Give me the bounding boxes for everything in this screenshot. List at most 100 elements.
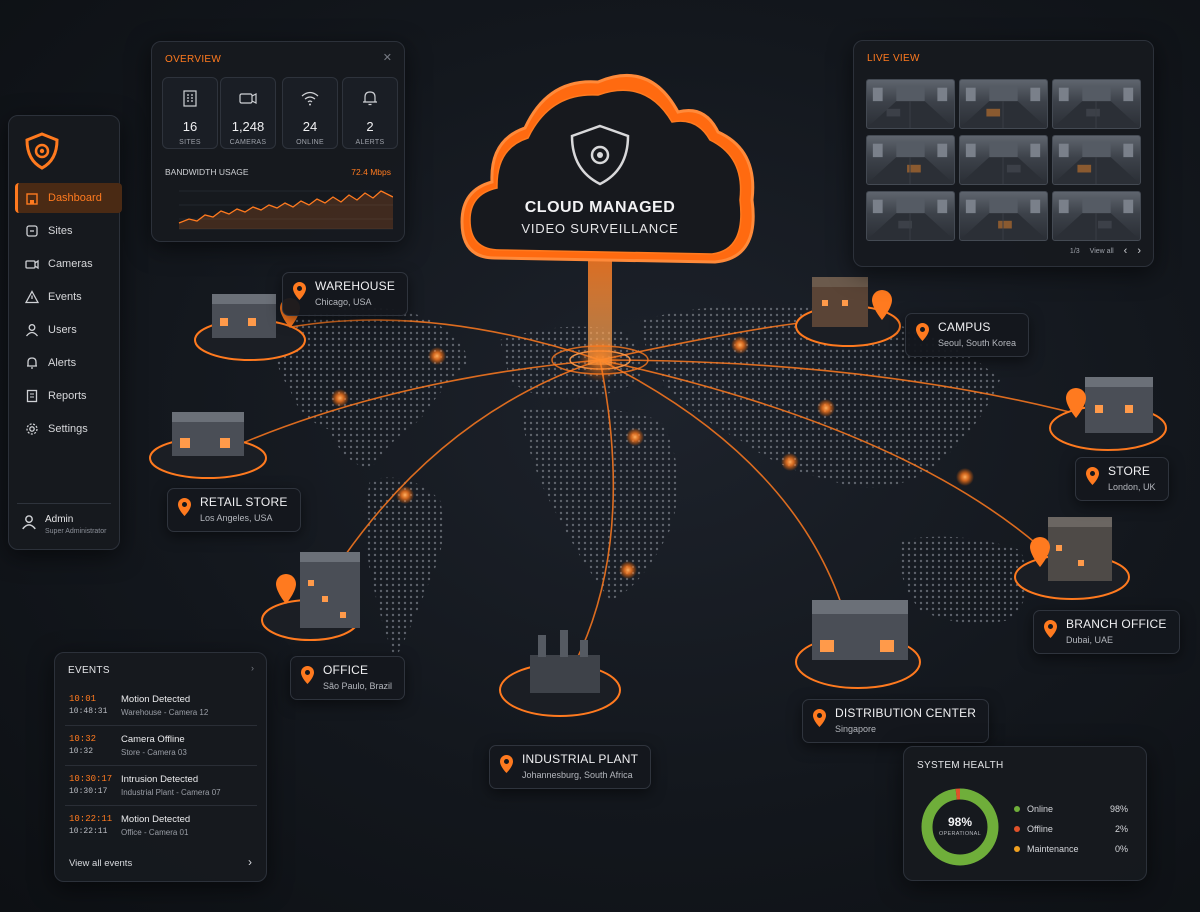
camera-icon — [239, 93, 257, 104]
event-row[interactable]: 10:01 10:48:31 Motion Detected Warehouse… — [65, 686, 257, 726]
live-view-title: LIVE VIEW — [867, 53, 920, 64]
location-distribution-center[interactable]: DISTRIBUTION CENTER Singapore — [802, 699, 990, 743]
sidebar-item-alerts[interactable]: Alerts — [15, 348, 122, 378]
event-row[interactable]: 10:30:17 10:30:17 Intrusion Detected Ind… — [65, 766, 257, 806]
location-name: DISTRIBUTION CENTER — [835, 706, 977, 720]
location-name: CAMPUS — [938, 320, 991, 334]
view-all-events-link[interactable]: View all events — [69, 858, 133, 869]
site-platform — [194, 294, 306, 361]
view-all-link[interactable]: View all — [1089, 247, 1114, 255]
event-title: Intrusion Detected — [121, 774, 199, 785]
location-name: WAREHOUSE — [315, 279, 396, 293]
event-time: 10:22:11 — [69, 814, 113, 824]
camera-feed-thumbnail[interactable] — [866, 135, 955, 185]
event-source: Industrial Plant - Camera 07 — [121, 788, 221, 797]
next-arrow-icon[interactable]: › — [1137, 245, 1141, 257]
maintenance-dot — [1014, 846, 1020, 852]
sidebar-item-settings[interactable]: Settings — [15, 414, 122, 444]
location-industrial-plant[interactable]: INDUSTRIAL PLANT Johannesburg, South Afr… — [489, 745, 652, 789]
sidebar-item-users[interactable]: Users — [15, 315, 122, 345]
camera-icon — [25, 259, 39, 270]
event-row[interactable]: 10:22:11 10:22:11 Motion Detected Office… — [65, 806, 257, 846]
location-campus[interactable]: CAMPUS Seoul, South Korea — [905, 313, 1030, 357]
sidebar-item-label: Events — [48, 291, 82, 303]
chevron-right-icon[interactable]: › — [248, 855, 252, 869]
location-city: Johannesburg, South Africa — [522, 770, 633, 780]
stat-value: 16 — [182, 119, 198, 134]
bell-icon — [27, 357, 37, 369]
legend-label: Offline — [1027, 824, 1053, 834]
map-pin-icon — [301, 666, 314, 684]
legend-label: Maintenance — [1027, 844, 1079, 854]
health-percentage: 98% — [947, 815, 973, 829]
report-icon — [26, 389, 38, 403]
event-timestamp: 10:48:31 — [69, 707, 108, 716]
events-title: EVENTS — [68, 665, 110, 676]
map-pin-icon — [293, 282, 306, 300]
map-pin-icon — [500, 755, 513, 773]
sidebar-item-events[interactable]: Events — [15, 282, 122, 312]
sidebar-item-label: Alerts — [48, 357, 77, 369]
map-pin-icon — [178, 498, 191, 516]
camera-feed-thumbnail[interactable] — [1052, 191, 1141, 241]
sidebar-item-label: Settings — [48, 423, 88, 435]
camera-feed-thumbnail[interactable] — [1052, 135, 1141, 185]
sidebar-item-reports[interactable]: Reports — [15, 381, 122, 411]
sidebar-item-dashboard[interactable]: Dashboard — [15, 183, 122, 213]
event-time: 10:32 — [69, 734, 97, 744]
camera-feed-thumbnail[interactable] — [866, 191, 955, 241]
legend-offline: Offline 2% — [1014, 824, 1128, 834]
sidebar-item-label: Users — [48, 324, 77, 336]
health-status-label: OPERATIONAL — [938, 831, 981, 837]
building-icon — [183, 90, 197, 107]
close-icon[interactable]: ✕ — [382, 52, 392, 64]
location-name: OFFICE — [323, 663, 369, 677]
legend-value: 2% — [1114, 824, 1128, 834]
user-role: Super Administrator — [45, 528, 107, 535]
event-time: 10:01 — [69, 694, 97, 704]
map-pin-icon — [1044, 620, 1057, 638]
bandwidth-label: BANDWIDTH USAGE — [165, 167, 249, 177]
panel-menu-icon[interactable]: › — [251, 663, 254, 673]
location-name: INDUSTRIAL PLANT — [522, 752, 639, 766]
legend-maintenance: Maintenance 0% — [1014, 844, 1128, 854]
location-store[interactable]: STORE London, UK — [1075, 457, 1169, 501]
event-source: Store - Camera 03 — [121, 748, 187, 757]
event-title: Camera Offline — [121, 734, 185, 745]
sidebar-item-cameras[interactable]: Cameras — [15, 249, 122, 279]
prev-arrow-icon[interactable]: ‹ — [1123, 245, 1128, 257]
location-branch-office[interactable]: BRANCH OFFICE Dubai, UAE — [1033, 610, 1180, 654]
stat-online[interactable]: 24 ONLINE — [282, 77, 338, 149]
stat-value: 24 — [302, 119, 318, 134]
location-warehouse[interactable]: WAREHOUSE Chicago, USA — [282, 272, 409, 316]
bell-icon — [363, 91, 377, 106]
stat-alerts[interactable]: 2 ALERTS — [342, 77, 398, 149]
cloud-subtitle: VIDEO SURVEILLANCE — [521, 221, 679, 236]
gear-icon — [26, 423, 38, 435]
site-icon — [26, 225, 38, 237]
sidebar-divider — [17, 503, 111, 504]
bandwidth-sparkline — [178, 190, 393, 230]
sidebar-item-sites[interactable]: Sites — [15, 216, 122, 246]
user-profile[interactable]: Admin Super Administrator — [21, 514, 106, 535]
camera-feed-thumbnail[interactable] — [959, 79, 1048, 129]
sidebar-item-label: Reports — [48, 390, 87, 402]
building-icon — [26, 193, 38, 205]
camera-feed-thumbnail[interactable] — [959, 135, 1048, 185]
live-view-panel: LIVE VIEW 1/3 View all ‹ › — [853, 40, 1154, 267]
stat-sites[interactable]: 16 SITES — [162, 77, 218, 149]
live-view-footer: 1/3 View all ‹ › — [1070, 245, 1141, 257]
warning-icon — [25, 290, 39, 304]
camera-feed-thumbnail[interactable] — [1052, 79, 1141, 129]
stat-value: 1,248 — [231, 119, 265, 134]
location-office[interactable]: OFFICE São Paulo, Brazil — [290, 656, 406, 700]
overview-panel: OVERVIEW ✕ 16 SITES 1,248 CAMERAS 24 ONL… — [151, 41, 405, 242]
stat-cameras[interactable]: 1,248 CAMERAS — [220, 77, 276, 149]
camera-feed-thumbnail[interactable] — [866, 79, 955, 129]
sidebar: Dashboard Sites Cameras Events Users Ale… — [8, 115, 122, 550]
bandwidth-value: 72.4 Mbps — [351, 167, 391, 177]
location-retail-store[interactable]: RETAIL STORE Los Angeles, USA — [167, 488, 301, 532]
event-row[interactable]: 10:32 10:32 Camera Offline Store - Camer… — [65, 726, 257, 766]
location-city: Seoul, South Korea — [938, 338, 1017, 348]
camera-feed-thumbnail[interactable] — [959, 191, 1048, 241]
